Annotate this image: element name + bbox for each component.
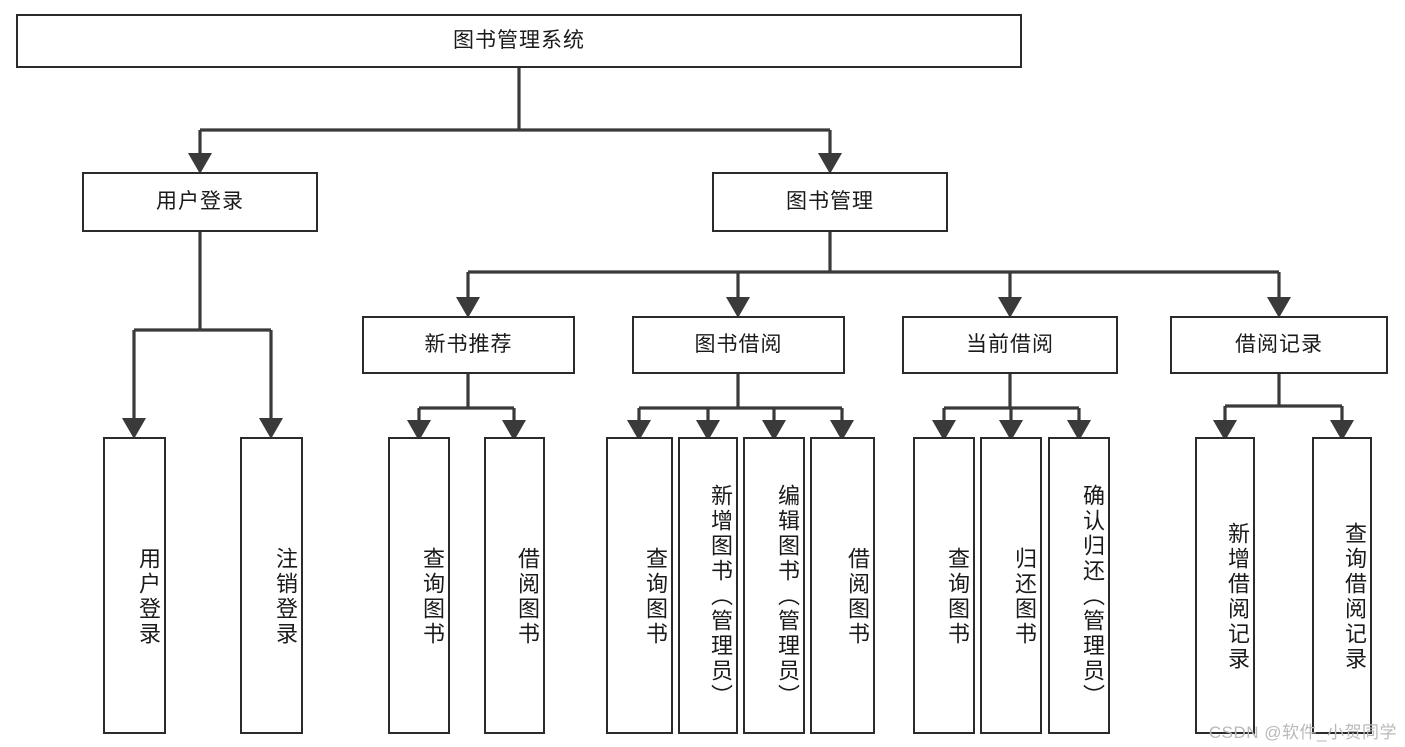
leaf-query-book-recommend-label: 查询图书 — [420, 546, 445, 647]
node-borrow-records[interactable]: 借阅记录 — [1170, 316, 1388, 374]
leaf-add-borrow-record[interactable]: 新增借阅记录 — [1195, 437, 1255, 734]
node-root-label: 图书管理系统 — [453, 29, 585, 53]
leaf-edit-book-admin-label: 编辑图书（管理员） — [775, 484, 800, 709]
leaf-edit-book-admin[interactable]: 编辑图书（管理员） — [743, 437, 805, 734]
leaf-add-book-admin-label: 新增图书（管理员） — [708, 484, 733, 709]
leaf-query-book-borrow-label: 查询图书 — [643, 546, 668, 647]
node-user-login-label: 用户登录 — [156, 190, 244, 214]
leaf-query-book-current[interactable]: 查询图书 — [913, 437, 975, 734]
leaf-user-login[interactable]: 用户登录 — [103, 437, 166, 734]
node-new-book-recommend-label: 新书推荐 — [424, 333, 513, 357]
leaf-confirm-return-admin[interactable]: 确认归还（管理员） — [1048, 437, 1110, 734]
leaf-lend-book[interactable]: 借阅图书 — [810, 437, 875, 734]
leaf-query-borrow-record[interactable]: 查询借阅记录 — [1312, 437, 1372, 734]
node-current-borrow-label: 当前借阅 — [966, 333, 1054, 357]
leaf-query-book-borrow[interactable]: 查询图书 — [606, 437, 673, 734]
leaf-logout-label: 注销登录 — [273, 546, 298, 647]
node-book-borrow-label: 图书借阅 — [694, 333, 783, 357]
leaf-query-borrow-record-label: 查询借阅记录 — [1342, 521, 1367, 672]
leaf-lend-book-label: 借阅图书 — [845, 546, 870, 647]
node-user-login[interactable]: 用户登录 — [82, 172, 318, 232]
node-book-management-label: 图书管理 — [786, 190, 874, 214]
node-new-book-recommend[interactable]: 新书推荐 — [362, 316, 575, 374]
leaf-user-login-label: 用户登录 — [136, 546, 161, 647]
watermark: CSDN @软件_小贺同学 — [1208, 723, 1397, 742]
leaf-confirm-return-admin-label: 确认归还（管理员） — [1080, 484, 1105, 709]
node-book-management[interactable]: 图书管理 — [712, 172, 948, 232]
leaf-add-borrow-record-label: 新增借阅记录 — [1225, 521, 1250, 672]
leaf-borrow-book-recommend-label: 借阅图书 — [515, 546, 540, 647]
leaf-add-book-admin[interactable]: 新增图书（管理员） — [678, 437, 738, 734]
leaf-return-book[interactable]: 归还图书 — [980, 437, 1042, 734]
node-book-borrow[interactable]: 图书借阅 — [632, 316, 845, 374]
node-borrow-records-label: 借阅记录 — [1235, 333, 1323, 357]
leaf-query-book-current-label: 查询图书 — [945, 546, 970, 647]
leaf-return-book-label: 归还图书 — [1012, 546, 1037, 647]
leaf-query-book-recommend[interactable]: 查询图书 — [388, 437, 450, 734]
leaf-borrow-book-recommend[interactable]: 借阅图书 — [484, 437, 545, 734]
node-current-borrow[interactable]: 当前借阅 — [902, 316, 1118, 374]
node-root[interactable]: 图书管理系统 — [16, 14, 1022, 68]
leaf-logout[interactable]: 注销登录 — [240, 437, 303, 734]
